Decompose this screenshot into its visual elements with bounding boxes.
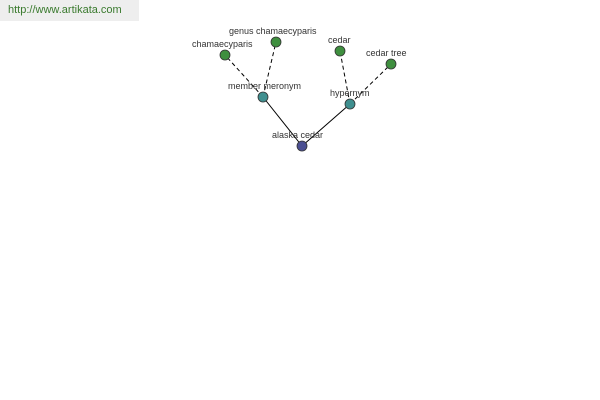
- node-alaska-cedar[interactable]: [296, 140, 308, 152]
- node-genus-chamaecyparis[interactable]: [270, 36, 282, 48]
- label-member-meronym: member meronym: [228, 81, 301, 91]
- label-alaska-cedar: alaska cedar: [272, 130, 323, 140]
- node-hypernym[interactable]: [344, 98, 356, 110]
- label-genus-chamaecyparis: genus chamaecyparis: [229, 26, 317, 36]
- edge-root-member-meronym: [262, 96, 303, 147]
- label-hypernym: hypernym: [330, 88, 370, 98]
- label-cedar-tree: cedar tree: [366, 48, 407, 58]
- node-cedar-tree[interactable]: [385, 58, 397, 70]
- label-chamaecyparis: chamaecyparis: [192, 39, 253, 49]
- url-banner: http://www.artikata.com: [0, 0, 139, 21]
- edge-member-meronym-genus-chamaecyparis: [262, 41, 277, 98]
- node-cedar[interactable]: [334, 45, 346, 57]
- node-chamaecyparis[interactable]: [219, 49, 231, 61]
- edge-hypernym-cedar-tree: [349, 63, 392, 105]
- edge-root-hypernym: [301, 103, 351, 147]
- site-url-link[interactable]: http://www.artikata.com: [8, 4, 122, 16]
- edge-member-meronym-chamaecyparis: [224, 54, 264, 98]
- label-cedar: cedar: [328, 35, 351, 45]
- edge-hypernym-cedar: [339, 50, 351, 105]
- node-member-meronym[interactable]: [257, 91, 269, 103]
